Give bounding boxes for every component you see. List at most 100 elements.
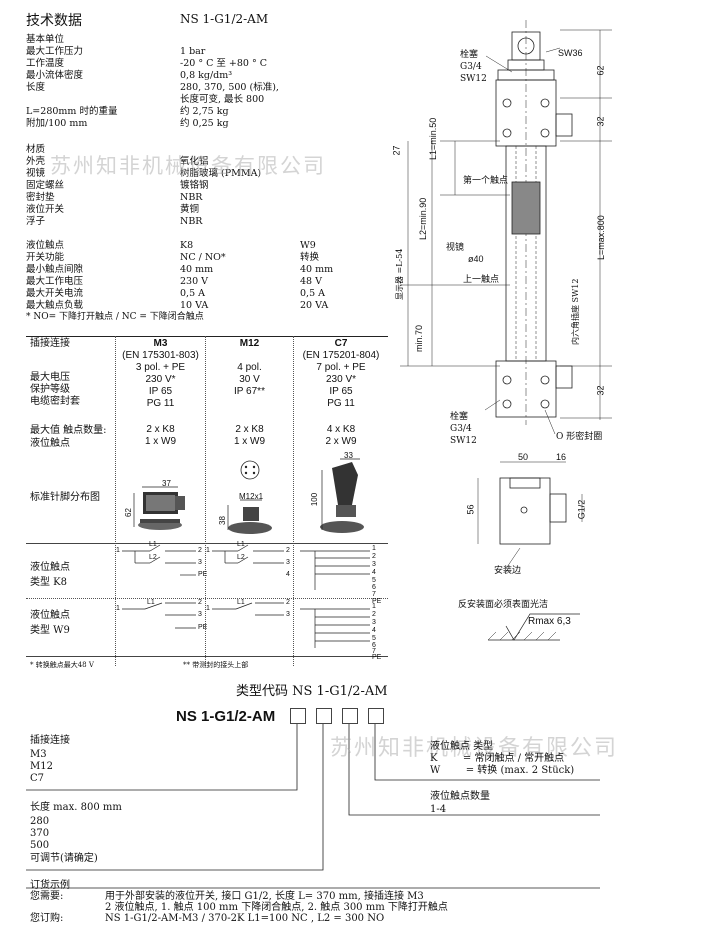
surface-note: 反安装面必须表面光洁 [458, 600, 549, 610]
spec-k8: 0,5 A [180, 288, 205, 299]
spec-label: 固定螺丝 [26, 180, 65, 191]
label-contact: 液位触点 [30, 438, 70, 449]
pin-label: 5 [372, 635, 376, 642]
plug-bottom-label: 栓塞 [450, 412, 469, 422]
pin-label: 2 [286, 547, 290, 554]
pin-label: 7 [372, 591, 376, 598]
plug-top-sw: SW12 [460, 74, 487, 84]
spec-label: 视镜 [26, 168, 46, 179]
pin-label: 3 [198, 611, 202, 618]
spec-label: 最大工作压力 [26, 46, 84, 57]
label-pin-layout: 标准针脚分布图 [30, 492, 100, 503]
spec-value: 长度可变, 最长 800 [180, 94, 265, 105]
pin-label: 1 [206, 605, 210, 612]
dim-16: 16 [556, 452, 567, 462]
pin-label: 1 [372, 603, 376, 610]
typecode-title: 类型代码 NS 1-G1/2-AM [236, 684, 388, 699]
spec-label: L=280mm 时的重量 [26, 106, 118, 117]
code-box-count [342, 708, 358, 724]
pin-label: PE [372, 654, 382, 661]
upper-contact-label: 上一触点 [463, 275, 500, 285]
pin-label: 7 [372, 648, 376, 655]
spec-w9: 20 VA [300, 300, 329, 311]
dim-50: 50 [518, 452, 529, 462]
plug-top-thread: G3/4 [460, 62, 482, 72]
pin-label: 6 [372, 642, 376, 649]
plug-bottom-thread: G3/4 [450, 424, 472, 434]
spec-group-title: 基本单位 [26, 34, 65, 45]
spec-label: 开关功能 [26, 252, 65, 263]
pin-label: PE [372, 598, 382, 605]
spec-value: NBR [180, 192, 203, 203]
dim-m12-thread: M12x1 [239, 492, 264, 501]
label-protection: 保护等级 [30, 384, 70, 395]
spec-k8: K8 [180, 240, 194, 251]
spec-value: 1 bar [180, 46, 206, 57]
pin-label: 6 [372, 584, 376, 591]
spec-k8: 40 mm [180, 264, 214, 275]
pin-label: 1 [116, 547, 120, 554]
spec-label: 外壳 [26, 156, 46, 167]
pin-label: 4 [286, 571, 290, 578]
spec-label: 液位触点 [26, 240, 65, 251]
pin-label: 3 [372, 619, 376, 626]
pin-label: 3 [286, 559, 290, 566]
spec-label: 液位开关 [26, 204, 65, 215]
contacts-note: * NO= 下降打开触点 / NC = 下降闭合触点 [26, 312, 204, 322]
col-m12: M12 4 pol. 30 V IP 67** 2 x K8 1 x W9 [233, 338, 266, 447]
plug-bottom-sw: SW12 [450, 436, 477, 446]
plug-top-label: 栓塞 [460, 50, 479, 60]
spec-value: 树脂玻璃 (PMMA) [180, 168, 262, 179]
conn-title: 插接连接 [30, 735, 70, 746]
first-contact-label: 第一个触点 [463, 176, 509, 186]
pin-label: 1 [206, 547, 210, 554]
spec-k8: 230 V [180, 276, 209, 287]
k8-label: 液位触点 [30, 562, 70, 573]
pin-label: 2 [372, 553, 376, 560]
spec-label: 最小流体密度 [26, 70, 84, 81]
code-box-type [368, 708, 384, 724]
len-adjust: 可调节(请确定) [30, 853, 98, 864]
order-line: NS 1-G1/2-AM-M3 / 370-2K L1=100 NC , L2 … [105, 913, 385, 924]
spec-label: 长度 [26, 82, 46, 93]
model-name: NS 1-G1/2-AM [180, 12, 269, 26]
spec-w9: W9 [300, 240, 316, 251]
pin-label: 1 [116, 605, 120, 612]
typecode-base: NS 1-G1/2-AM [176, 708, 276, 725]
code-box-length [316, 708, 332, 724]
pin-label: 2 [372, 611, 376, 618]
code-box-connector [290, 708, 306, 724]
order-title: 订货示例 [30, 880, 70, 891]
k8-l2: L2 [149, 554, 157, 561]
len-title: 长度 max. 800 mm [30, 802, 122, 813]
contact-type-w: W = 转换 (max. 2 Stück) [430, 765, 575, 776]
rmax-label: Rmax 6,3 [528, 616, 571, 627]
oring-label: O 形密封圈 [556, 432, 603, 442]
spec-label: 最大工作电压 [26, 276, 84, 287]
label-gland: 电缆密封套 [30, 396, 80, 407]
spec-value: -20 ° C 至 +80 ° C [180, 58, 268, 69]
len-280: 280 [30, 816, 50, 827]
count-value: 1-4 [430, 804, 447, 815]
need-label: 您需要: [30, 891, 64, 902]
w9-l1: L1 [147, 599, 155, 606]
spec-value: 氧化铝 [180, 156, 209, 167]
pin-label: PE [198, 624, 208, 631]
pin-label: 3 [286, 611, 290, 618]
spec-value: 0,8 kg/dm³ [180, 70, 233, 81]
spec-w9: 0,5 A [300, 288, 325, 299]
pin-label: 1 [372, 545, 376, 552]
sight-label: 视镜 [446, 243, 465, 253]
w9-type: 类型 W9 [30, 625, 70, 636]
spec-w9: 40 mm [300, 264, 334, 275]
spec-label: 最小触点间隙 [26, 264, 84, 275]
pin-label: 2 [286, 599, 290, 606]
contact-type-title: 液位触点 类型 [430, 741, 494, 752]
mount-edge-label: 安装边 [494, 566, 522, 576]
footnote-2: ** 带测封的接头上部 [183, 661, 249, 669]
spec-label: 工作温度 [26, 58, 65, 69]
col-c7: C7 (EN 175201-804) 7 pol. + PE 230 V* IP… [302, 338, 380, 447]
k8-m12-l1: L1 [237, 541, 245, 548]
spec-value: 镀铬钢 [180, 180, 209, 191]
